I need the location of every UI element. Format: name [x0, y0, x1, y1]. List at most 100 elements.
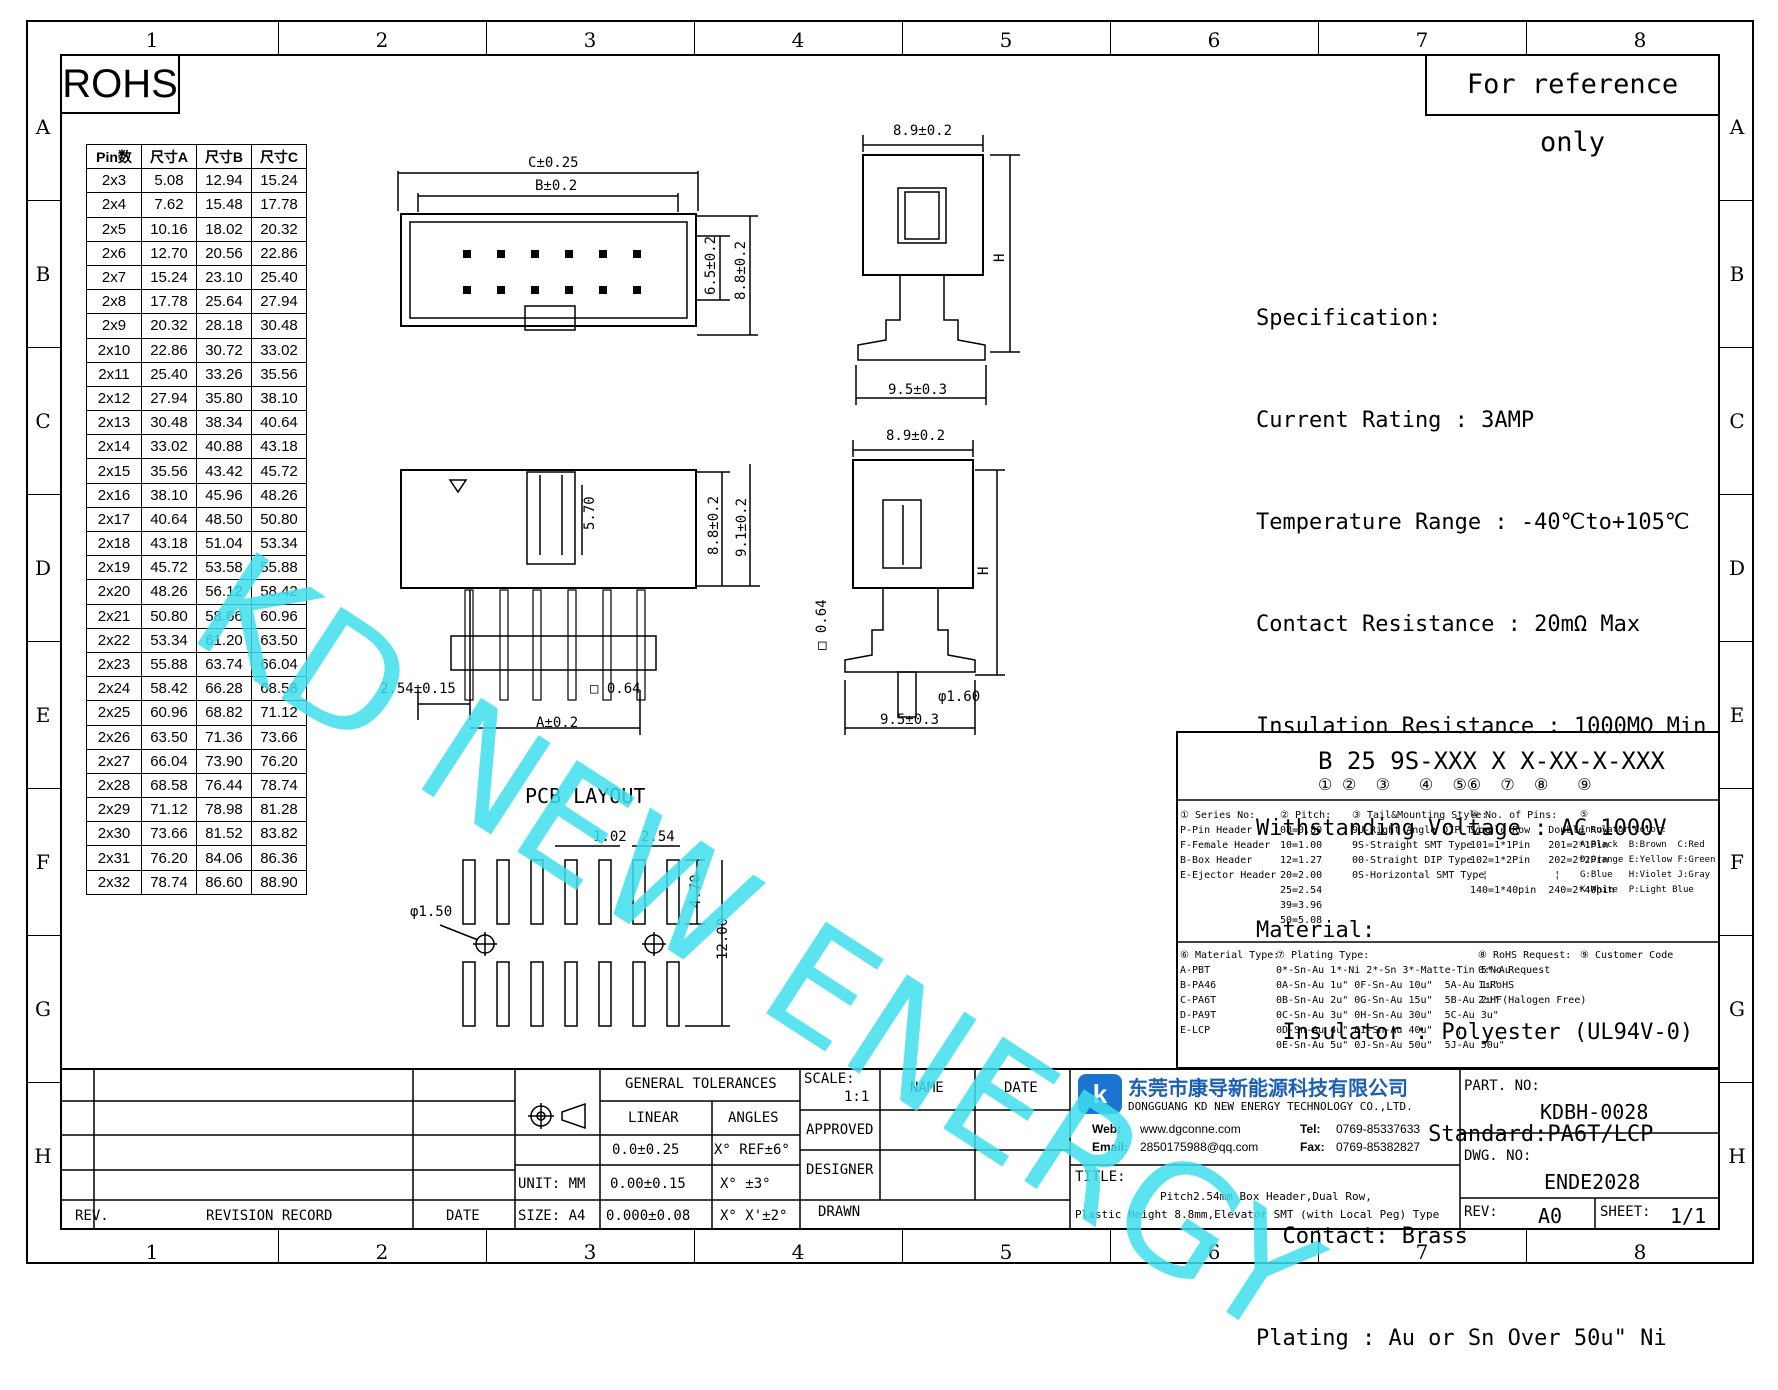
table-cell: 7.62 [141, 192, 197, 218]
zone-number-top: 4 [791, 28, 805, 52]
table-cell: 73.90 [196, 748, 252, 774]
table-cell: 63.50 [141, 724, 197, 750]
zone-divider [694, 20, 695, 54]
plating-section: ⑦ Plating Type: 0*-Sn-Au 1*-Ni 2*-Sn 3*-… [1276, 950, 1511, 1051]
spec-line: Temperature Range : -40℃to+105℃ [1256, 510, 1690, 535]
customer-section: ⑨ Customer Code [1580, 950, 1674, 961]
table-cell: 33.02 [251, 337, 307, 363]
pcb-d1200: 12.00 [715, 918, 731, 960]
fax-value: 0769-85382827 [1336, 1140, 1421, 1154]
table-cell: 2x22 [86, 627, 142, 653]
linear-tol-3: 0.000±0.08 [606, 1208, 691, 1224]
table-cell: 60.96 [141, 700, 197, 726]
zone-divider [278, 20, 279, 54]
table-cell: 86.60 [196, 869, 252, 895]
zone-divider [486, 20, 487, 54]
table-cell: 76.20 [251, 748, 307, 774]
table-cell: 48.50 [196, 506, 252, 533]
zone-letter-left: A [35, 115, 51, 139]
fax-label: Fax: [1300, 1140, 1325, 1154]
sheet-value: 1/1 [1670, 1204, 1707, 1228]
zone-number-bottom: 5 [999, 1240, 1013, 1264]
pcb-d254: 2.54 [641, 829, 675, 845]
table-cell: 2x26 [86, 724, 142, 750]
pcb-d470: 4.70 [688, 874, 704, 908]
rev-field-label: REV: [1464, 1204, 1498, 1220]
dim-side-b: 9.5±0.3 [888, 382, 947, 398]
dim-570: 5.70 [582, 496, 598, 530]
table-cell: 15.24 [141, 264, 197, 291]
table-cell: 45.72 [141, 555, 197, 581]
table-cell: 73.66 [251, 724, 307, 750]
zone-divider [1720, 1082, 1754, 1083]
zone-divider [1720, 641, 1754, 642]
table-cell: 81.28 [251, 797, 307, 823]
side-view-bottom [844, 440, 1005, 735]
table-cell: 55.88 [251, 555, 307, 581]
zone-number-top: 2 [375, 28, 389, 52]
approved-label: APPROVED [806, 1122, 874, 1138]
table-cell: 84.06 [196, 845, 252, 871]
table-cell: 61.20 [196, 627, 252, 653]
part-no-value: KDBH-0028 [1540, 1100, 1649, 1124]
spec-line: Contact: Brass [1256, 1224, 1468, 1249]
table-cell: 66.04 [251, 651, 307, 678]
company-name-en: DONGGUANG KD NEW ENERGY TECHNOLOGY CO.,L… [1128, 1100, 1413, 1113]
zone-divider [1720, 788, 1754, 789]
table-cell: 43.18 [141, 530, 197, 557]
table-cell: 38.10 [141, 482, 197, 508]
pcb-title: PCB LAYOUT [525, 784, 645, 808]
dim-side-w: 8.9±0.2 [893, 123, 952, 139]
spec-line: Insulator : Polyester (UL94V-0) [1256, 1020, 1694, 1045]
zone-divider [26, 1082, 60, 1083]
scale-value: 1:1 [844, 1089, 870, 1105]
zone-divider [1720, 200, 1754, 201]
table-cell: 25.40 [251, 264, 307, 291]
table-cell: 53.58 [196, 555, 252, 581]
angles-label: ANGLES [728, 1110, 779, 1126]
dim-side2-w: 8.9±0.2 [886, 428, 945, 444]
table-cell: 78.74 [251, 772, 307, 799]
table-cell: 76.44 [196, 772, 252, 799]
table-cell: 10.16 [141, 216, 197, 242]
date-col-label: DATE [1004, 1080, 1038, 1096]
spec-line: Plating : Au or Sn Over 50u" Ni [1256, 1326, 1667, 1351]
table-cell: 83.82 [251, 821, 307, 847]
table-cell: 2x24 [86, 676, 142, 702]
title-label: TITLE: [1075, 1169, 1126, 1185]
technical-drawing: C±0.25 B±0.2 6.5±0.2 8.8±0.2 8.9±0.2 H 9… [60, 123, 1720, 1230]
linear-tol-2: 0.00±0.15 [610, 1176, 686, 1192]
zone-divider [26, 200, 60, 201]
zone-letter-right: B [1729, 261, 1745, 286]
table-cell: 23.10 [196, 264, 252, 291]
drawing-text: C±0.25 B±0.2 6.5±0.2 8.8±0.2 8.9±0.2 H 9… [380, 123, 1008, 960]
table-cell: 20.32 [251, 216, 307, 242]
pcb-layout[interactable] [439, 845, 730, 1027]
dim-65: 6.5±0.2 [703, 236, 719, 295]
table-cell: 30.48 [251, 313, 307, 339]
zone-divider [1526, 20, 1527, 54]
table-cell: 5.08 [141, 168, 197, 194]
zone-divider [1526, 1230, 1527, 1264]
table-cell: 2x31 [86, 845, 142, 871]
zone-letter-right: F [1730, 849, 1744, 874]
company-name-cn: 东莞市康导新能源科技有限公司 [1128, 1076, 1408, 1100]
table-cell: 50.80 [251, 506, 307, 533]
table-cell: 22.86 [141, 337, 197, 363]
table-cell: 2x9 [86, 313, 142, 339]
rev-field-value: A0 [1538, 1204, 1563, 1228]
dim-b: B±0.2 [535, 178, 577, 194]
